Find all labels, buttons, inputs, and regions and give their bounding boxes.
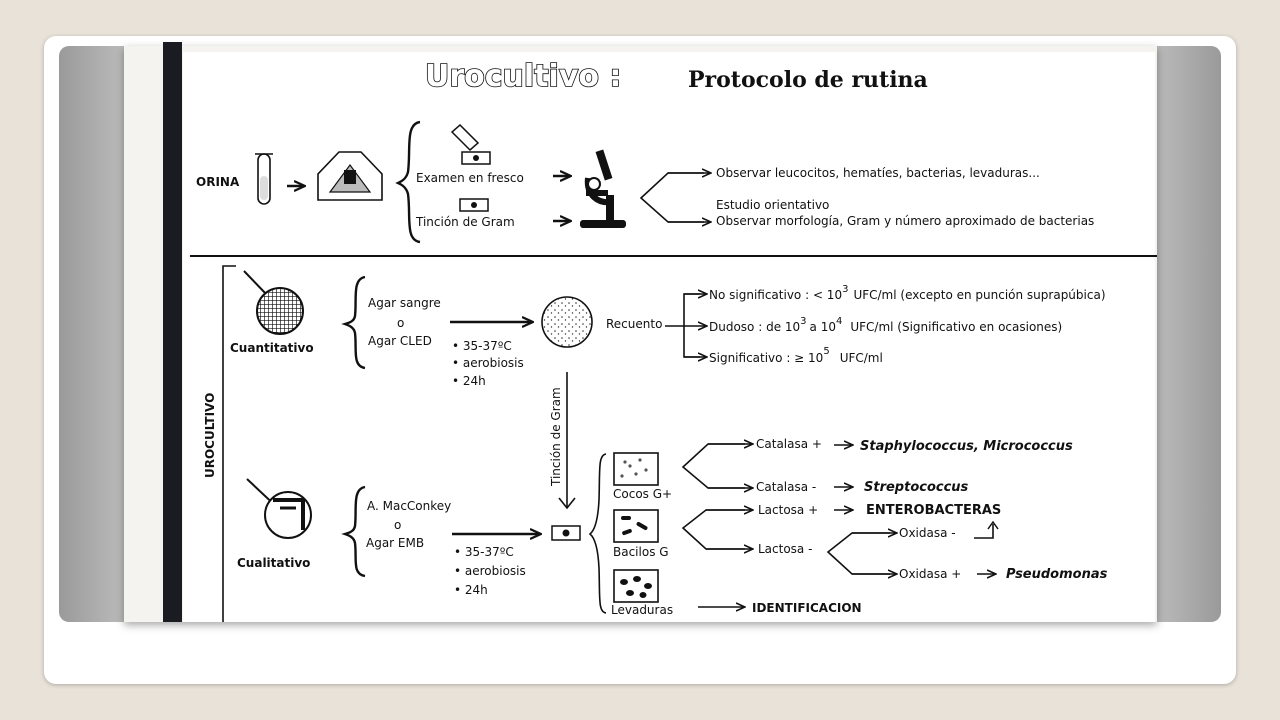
agar-o2-label: o — [394, 518, 401, 532]
diagram-title: Urocultivo : — [425, 59, 621, 94]
bacilos-label: Bacilos G — [613, 545, 669, 559]
colony-plate-icon — [542, 297, 592, 347]
brace-cuantitativo — [345, 277, 365, 368]
microscope-icon — [580, 149, 626, 228]
gram-slide-icon — [460, 199, 488, 211]
cuanti-temp: • 35-37ºC — [452, 339, 512, 353]
agar-cled-label: Agar CLED — [368, 334, 432, 348]
cualitativo-plate-icon — [247, 479, 311, 538]
obs-morfologia: Observar morfología, Gram y número aprox… — [716, 214, 1094, 228]
cuantitativo-label: Cuantitativo — [230, 341, 314, 355]
cocos-label: Cocos G+ — [613, 487, 672, 501]
oxidasa-neg-label: Oxidasa - — [899, 526, 956, 540]
cuantitativo-plate-icon — [244, 271, 303, 334]
staphylococcus-result: Staphylococcus, Micrococcus — [860, 439, 1073, 454]
agar-o-label: o — [397, 316, 404, 330]
bacilos-icon — [614, 510, 658, 542]
examen-fresco-label: Examen en fresco — [416, 171, 524, 185]
lactosa-pos-label: Lactosa + — [758, 503, 818, 517]
agar-sangre-label: Agar sangre — [368, 296, 441, 310]
pseudomonas-result: Pseudomonas — [1006, 567, 1108, 582]
branch-oxidasa — [828, 533, 890, 574]
cuali-temp: • 35-37ºC — [454, 545, 514, 559]
orina-label: ORINA — [196, 175, 240, 189]
branch-cocos — [683, 444, 745, 488]
cocos-icon — [614, 453, 658, 485]
cuanti-aerobiosis: • aerobiosis — [452, 356, 524, 370]
vertical-gram-label: Tinción de Gram — [549, 387, 563, 487]
cualitativo-label: Cualitativo — [237, 556, 310, 570]
slide-dropper-icon — [452, 125, 490, 164]
agar-macconkey-label: A. MacConkey — [367, 499, 451, 513]
obs-leucocitos: Observar leucocitos, hematíes, bacterias… — [716, 166, 1040, 180]
agar-emb-label: Agar EMB — [366, 536, 424, 550]
enterobacteras-result: ENTEROBACTERAS — [866, 503, 1001, 518]
identificacion-result: IDENTIFICACION — [752, 601, 862, 615]
diagram-subtitle: Protocolo de rutina — [688, 67, 928, 93]
urocultivo-bracket — [223, 266, 236, 622]
catalasa-pos-label: Catalasa + — [756, 437, 822, 451]
cuali-aerobiosis: • aerobiosis — [454, 564, 526, 578]
brace-organisms — [590, 454, 606, 613]
tincion-gram-label: Tinción de Gram — [415, 215, 515, 229]
oxidasa-pos-label: Oxidasa + — [899, 567, 961, 581]
streptococcus-result: Streptococcus — [864, 480, 969, 495]
gram-stain-slide-icon — [552, 526, 580, 540]
levaduras-icon — [614, 570, 658, 602]
centrifuge-icon — [318, 152, 382, 200]
cuali-24h: • 24h — [454, 583, 488, 597]
catalasa-neg-label: Catalasa - — [756, 480, 816, 494]
cuanti-24h: • 24h — [452, 374, 486, 388]
branch-bacilos — [683, 510, 745, 549]
lactosa-neg-label: Lactosa - — [758, 542, 812, 556]
brace-cualitativo — [345, 487, 365, 576]
branch-observations — [641, 173, 704, 222]
levaduras-label: Levaduras — [611, 603, 673, 617]
urocultivo-side-label: UROCULTIVO — [203, 393, 217, 478]
test-tube-icon — [255, 154, 273, 204]
obs-estudio: Estudio orientativo — [716, 198, 829, 212]
recuento-label: Recuento — [606, 317, 662, 331]
